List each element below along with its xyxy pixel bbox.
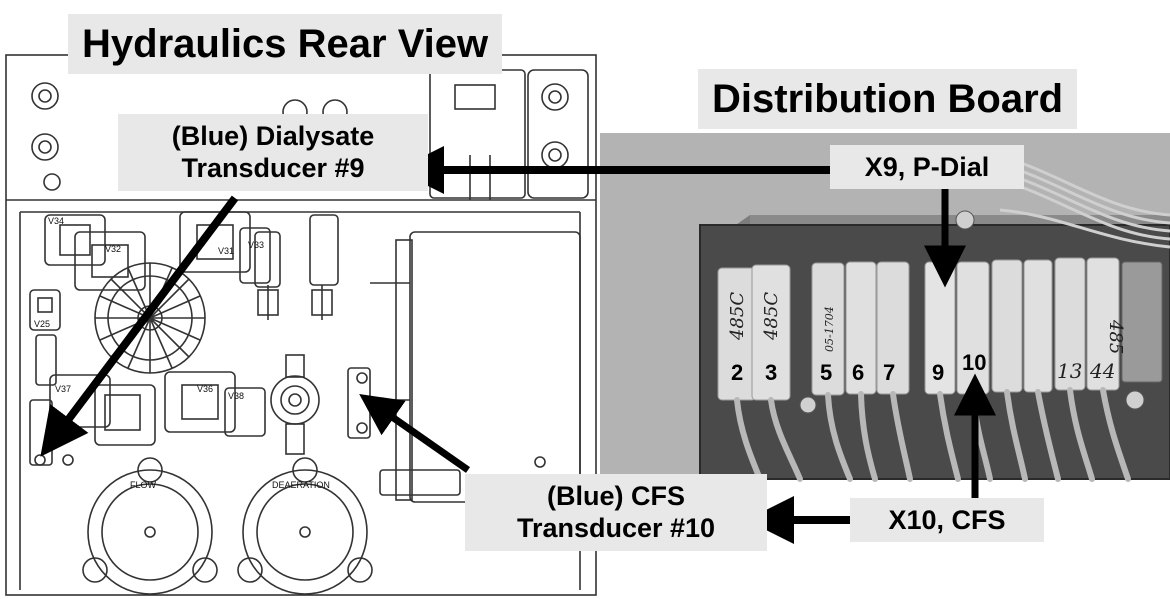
- valve-label: V34: [48, 216, 64, 226]
- connector-number: 44: [1089, 359, 1115, 383]
- dialysate-callout-line2: Transducer #9: [130, 152, 416, 184]
- distribution-board-title: Distribution Board: [698, 69, 1077, 129]
- valve-label: V36: [197, 384, 213, 394]
- module-box: [370, 232, 580, 502]
- connector-handwriting: 485: [1105, 319, 1126, 354]
- connector-number: 2: [731, 360, 743, 385]
- valve-block: [430, 70, 525, 198]
- connector-handwriting: 485C: [761, 292, 782, 341]
- cfs-transducer-holder: [348, 368, 410, 438]
- cfs-transducer-callout: (Blue) CFS Transducer #10: [465, 474, 767, 551]
- dialysate-transducer-callout: (Blue) Dialysate Transducer #9: [118, 114, 428, 191]
- x9-callout: X9, P-Dial: [830, 145, 1024, 189]
- connector-number: 9: [932, 360, 944, 385]
- connector-number: 5: [820, 360, 832, 385]
- fitting-top-left: [32, 83, 60, 190]
- valve-label: V25: [34, 319, 50, 329]
- center-fitting: [271, 355, 319, 454]
- dialysate-callout-line1: (Blue) Dialysate: [130, 120, 416, 152]
- x10-callout: X10, CFS: [850, 498, 1044, 542]
- connector-handwriting: 485C: [727, 292, 748, 341]
- cfs-callout-line1: (Blue) CFS: [477, 480, 755, 512]
- valve-label: V32: [105, 244, 121, 254]
- connector-number: 3: [765, 360, 777, 385]
- valve-label: V38: [228, 391, 244, 401]
- valve-label: V33: [248, 240, 264, 250]
- cfs-callout-line2: Transducer #10: [477, 512, 755, 544]
- connector-number: 6: [852, 360, 864, 385]
- pump-label-flow: FLOW: [130, 480, 157, 490]
- pump-label-deaeration: DEAERATION: [272, 480, 330, 490]
- arrow-cfs-to-holder: [385, 412, 468, 470]
- connector-number: 13: [1057, 359, 1082, 383]
- dialysate-transducer-holder: [30, 400, 73, 465]
- connector-number: 7: [883, 360, 895, 385]
- hydraulics-title: Hydraulics Rear View: [68, 14, 502, 74]
- valve-label: V31: [218, 246, 234, 256]
- flow-pump: [83, 458, 217, 594]
- deaeration-pump: [238, 458, 372, 594]
- valve-v25: [30, 290, 60, 385]
- valve-label: V37: [55, 384, 71, 394]
- connector-handwriting: 05-1704: [823, 306, 836, 352]
- valve-v33: [240, 215, 338, 320]
- connector-number: 10: [962, 350, 986, 375]
